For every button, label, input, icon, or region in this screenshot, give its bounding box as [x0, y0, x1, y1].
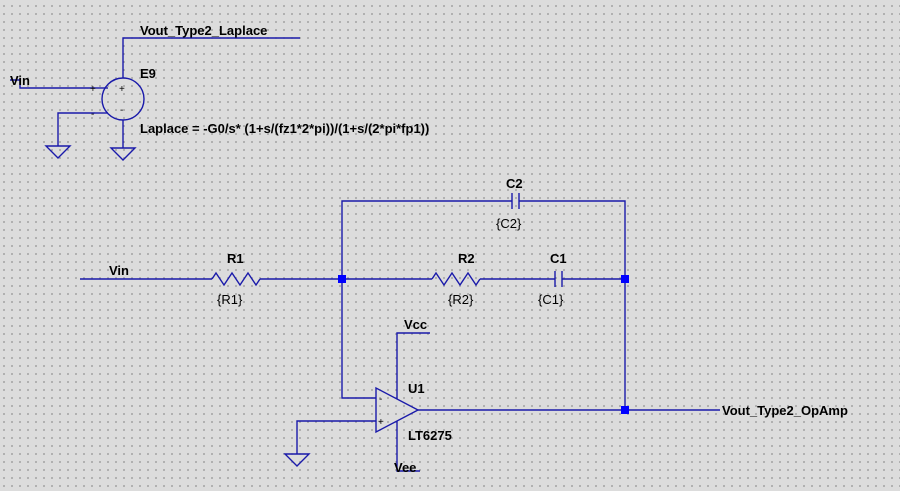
junction-feedback-node [621, 275, 629, 283]
r2-name-label: R2 [458, 251, 475, 266]
vin-input-wire[interactable] [10, 79, 95, 89]
e9-out-minus-sign: - [120, 105, 123, 116]
e9-name-label: E9 [140, 66, 156, 81]
r1-name-label: R1 [227, 251, 244, 266]
opamp-plus-sign: + [378, 417, 384, 428]
vcc-supply-wire[interactable] [396, 332, 430, 399]
vin-net-label-top: Vin [10, 73, 30, 88]
vout-laplace-net-label: Vout_Type2_Laplace [140, 23, 267, 38]
c2-right-wire[interactable] [519, 200, 626, 279]
e9-minus-wire[interactable] [57, 112, 95, 146]
c2-value-label: {C2} [496, 216, 522, 231]
vout-opamp-net-label: Vout_Type2_OpAmp [722, 403, 848, 418]
vcc-net-label: Vcc [404, 317, 427, 332]
e9-out-plus-sign: + [119, 84, 125, 95]
r2-value-label: {R2} [448, 292, 474, 307]
opamp-name-label: U1 [408, 381, 425, 396]
c1-value-label: {C1} [538, 292, 564, 307]
laplace-expression-label: Laplace = -G0/s* (1+s/(fz1*2*pi))/(1+s/(… [140, 121, 429, 136]
opamp-compensator-section: Vin R1 {R1} R2 {R2} C1 {C1} C2 {C2} - + … [80, 176, 848, 475]
c2-name-label: C2 [506, 176, 523, 191]
e9-output-wire[interactable] [122, 37, 300, 78]
e9-ctrl-plus-sign: + [90, 84, 96, 95]
opamp-part-label: LT6275 [408, 428, 452, 443]
node-to-inverting-input-wire[interactable] [341, 279, 376, 399]
ground-symbol-opamp [283, 453, 311, 467]
junction-summing-node [338, 275, 346, 283]
vee-net-label: Vee [394, 460, 416, 475]
ground-symbol-e9-output [109, 147, 137, 161]
ground-symbol-e9-input [44, 145, 72, 159]
vin-net-label-bottom: Vin [109, 263, 129, 278]
r1-resistor-symbol[interactable] [211, 271, 261, 287]
vee-supply-wire[interactable] [396, 421, 420, 472]
e9-ctrl-minus-sign: - [91, 109, 94, 120]
c1-name-label: C1 [550, 251, 567, 266]
c2-left-wire[interactable] [341, 200, 512, 279]
noninverting-to-ground-wire[interactable] [296, 420, 376, 454]
behavioral-source-section: Vin + - + - Vout_Type2_Laplace E9 Laplac… [10, 23, 429, 161]
junction-output-node [621, 406, 629, 414]
opamp-minus-sign: - [379, 394, 382, 405]
r1-value-label: {R1} [217, 292, 243, 307]
r2-resistor-symbol[interactable] [431, 271, 481, 287]
